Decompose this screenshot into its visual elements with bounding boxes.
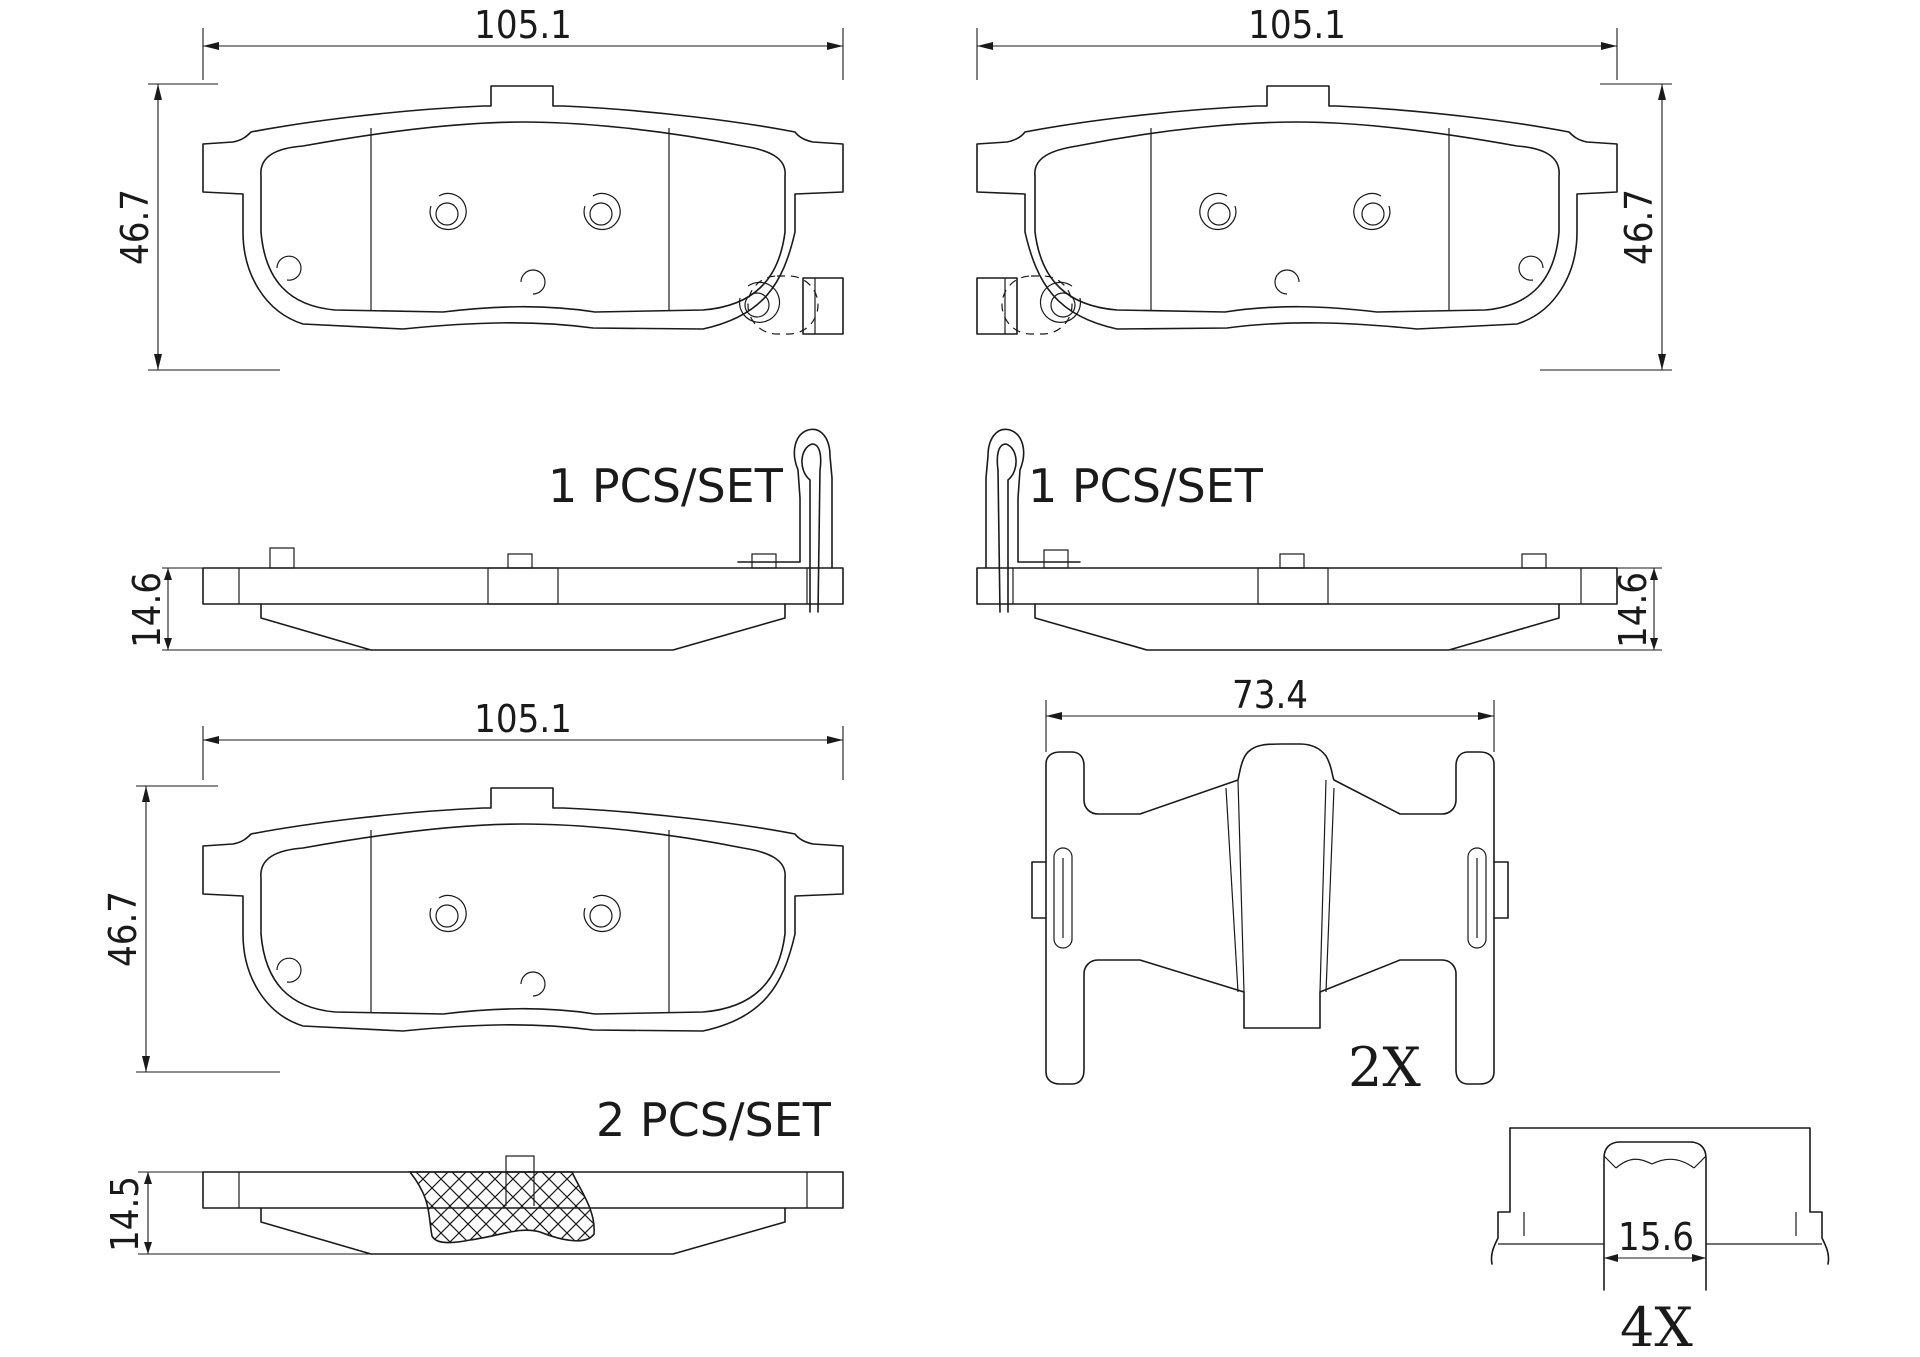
anti-rattle-spring	[1490, 1127, 1830, 1291]
dim-label-spring-width: 15.6	[1618, 1215, 1694, 1259]
dim-side-left-thickness: 14.6	[125, 567, 370, 651]
dim-label-pad-width: 105.1	[474, 697, 572, 741]
pad-side-right	[976, 428, 1618, 651]
dim-label-pad-height: 46.7	[101, 891, 145, 967]
dim-side-right-thickness: 14.6	[1450, 567, 1662, 651]
dim-top-left-width: 105.1	[202, 3, 844, 80]
dim-label-pad-height: 46.7	[1617, 189, 1661, 265]
dim-bottom-left-height: 46.7	[101, 785, 280, 1073]
dim-label-thickness: 14.6	[125, 572, 169, 648]
pad-face-top-right	[976, 85, 1618, 335]
dim-bottom-left-width: 105.1	[202, 697, 844, 780]
pad-side-left	[202, 428, 844, 651]
dim-label-clip-width: 73.4	[1232, 673, 1308, 717]
dim-top-right-height: 46.7	[1540, 83, 1672, 371]
dim-clip-width: 73.4	[1045, 673, 1495, 752]
dim-label-thickness: 14.6	[1611, 572, 1655, 648]
pcs-set-label-right: 1 PCS/SET	[1028, 459, 1264, 513]
clip-quantity-label: 2X	[1348, 1036, 1421, 1099]
dim-top-left-height: 46.7	[113, 83, 280, 371]
pad-side-bottom	[202, 1155, 844, 1255]
dim-top-right-width: 105.1	[976, 3, 1618, 80]
dim-label-pad-height: 46.7	[113, 189, 157, 265]
pad-face-top-left	[202, 85, 844, 335]
dim-spring-width: 15.6	[1604, 1215, 1706, 1262]
dim-side-bottom-thickness: 14.5	[103, 1171, 370, 1255]
pcs-set-label-bottom: 2 PCS/SET	[596, 1093, 832, 1147]
spring-quantity-label: 4X	[1620, 1296, 1693, 1357]
dim-label-thickness: 14.5	[103, 1176, 147, 1252]
abutment-clip	[1031, 743, 1509, 1085]
dim-label-pad-width: 105.1	[474, 3, 572, 47]
pcs-set-label-left: 1 PCS/SET	[548, 459, 784, 513]
pad-face-bottom-left	[202, 787, 844, 1032]
dim-label-pad-width: 105.1	[1248, 3, 1346, 47]
